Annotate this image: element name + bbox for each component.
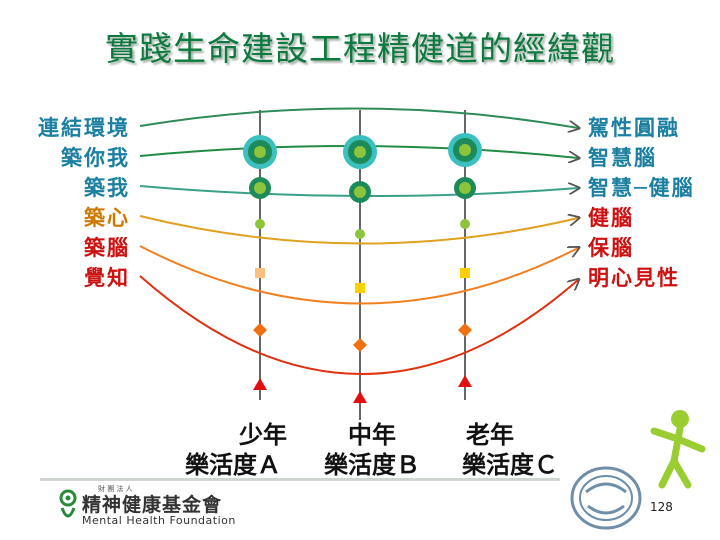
right-label-4: 保腦 xyxy=(588,236,634,260)
medium-marker-inner-0 xyxy=(254,182,266,194)
triangle-marker-0 xyxy=(253,378,267,390)
diamond-marker-2 xyxy=(458,323,472,337)
diamond-marker-1 xyxy=(353,338,367,352)
square-marker-0 xyxy=(255,268,265,278)
stamp-seal-icon xyxy=(570,466,642,530)
age-senior-line1: 老年 xyxy=(466,421,514,449)
curve-3 xyxy=(139,216,578,245)
green-dot-1 xyxy=(355,229,365,239)
left-label-4: 築腦 xyxy=(84,236,130,260)
page-title: 實踐生命建設工程精健道的經緯觀 xyxy=(105,29,615,68)
age-youth-line1: 少年 xyxy=(239,421,287,449)
age-senior-line2: 樂活度Ｃ xyxy=(462,451,558,479)
right-label-3: 健腦 xyxy=(588,206,634,230)
diamond-marker-0 xyxy=(253,323,267,337)
age-group-senior: 老年 樂活度Ｃ xyxy=(450,420,570,480)
square-marker-2 xyxy=(460,268,470,278)
curve-5 xyxy=(139,275,578,375)
triangle-marker-1 xyxy=(353,391,367,403)
curve-0 xyxy=(139,107,578,128)
left-label-2: 築我 xyxy=(84,176,130,200)
triangle-marker-2 xyxy=(458,375,472,387)
green-dot-2 xyxy=(460,219,470,229)
age-group-middle: 中年 樂活度Ｂ xyxy=(312,420,432,480)
curve-4 xyxy=(139,245,578,305)
big-marker-inner-2 xyxy=(459,144,471,156)
left-label-3: 築心 xyxy=(84,206,130,230)
foundation-logo-icon xyxy=(59,489,77,518)
right-label-2: 智慧─健腦 xyxy=(588,176,695,200)
big-marker-inner-0 xyxy=(254,146,266,158)
square-marker-1 xyxy=(355,283,365,293)
medium-marker-inner-2 xyxy=(459,182,471,194)
page-number: 128 xyxy=(650,500,673,514)
foundation-prefix: 財 團 法 人 xyxy=(98,485,133,493)
foundation-name: 精神健康基金會 xyxy=(82,494,223,516)
big-marker-inner-1 xyxy=(354,146,366,158)
left-label-0: 連結環境 xyxy=(38,116,130,140)
left-label-5: 覺知 xyxy=(84,266,130,290)
age-middle-line1: 中年 xyxy=(348,421,396,449)
foundation-english-name: Mental Health Foundation xyxy=(82,514,236,527)
right-label-5: 明心見性 xyxy=(588,266,680,290)
age-group-youth: 少年 樂活度Ａ xyxy=(168,420,298,480)
age-middle-line2: 樂活度Ｂ xyxy=(324,451,420,479)
medium-marker-inner-1 xyxy=(354,186,366,198)
right-label-1: 智慧腦 xyxy=(588,146,657,170)
age-youth-line2: 樂活度Ａ xyxy=(185,451,281,479)
green-dot-0 xyxy=(255,219,265,229)
footer-divider xyxy=(40,478,560,481)
mascot-figure-icon xyxy=(650,410,706,489)
right-label-0: 駕性圓融 xyxy=(588,116,680,140)
left-label-1: 築你我 xyxy=(61,146,130,170)
